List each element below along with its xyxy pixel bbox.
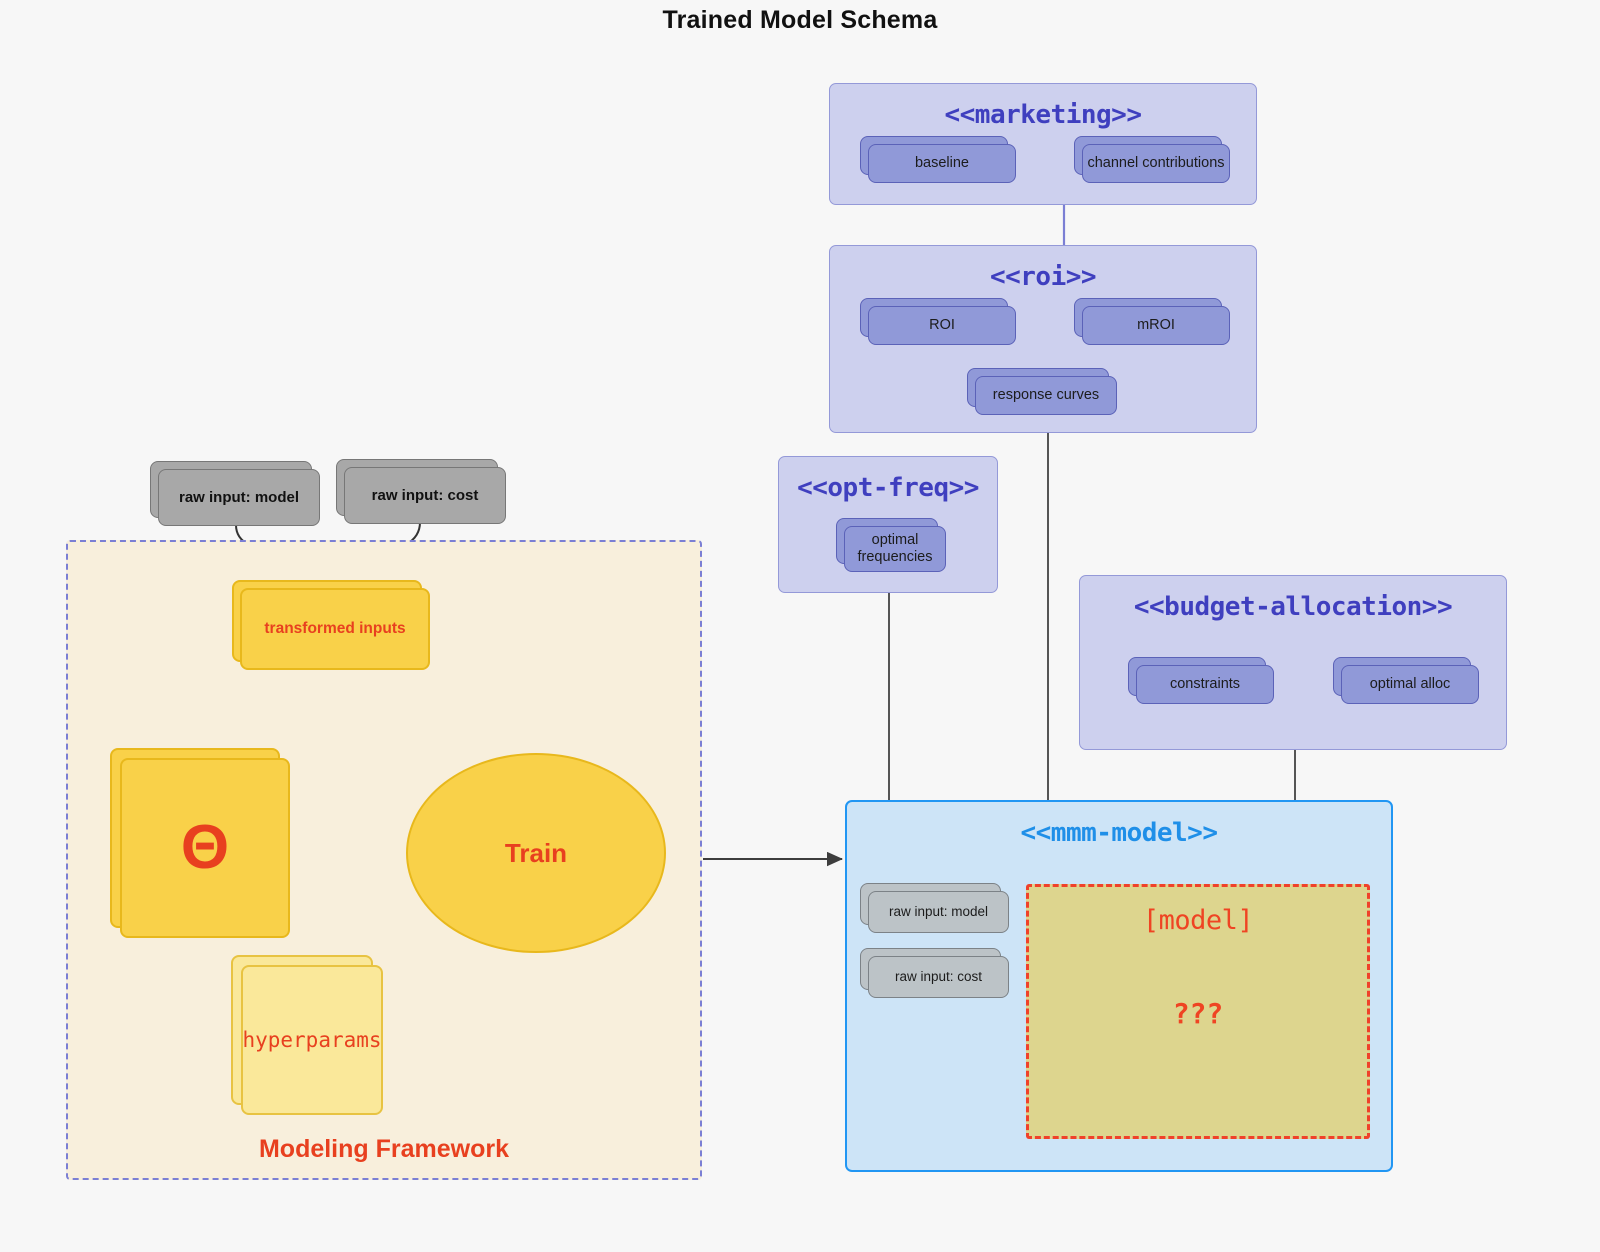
node-optimal-alloc-face: optimal alloc	[1341, 665, 1479, 704]
node-response-curves-face: response curves	[975, 376, 1117, 415]
node-mroi[interactable]: mROI	[1074, 298, 1230, 345]
node-transformed-inputs[interactable]: transformed inputs	[232, 580, 430, 670]
node-channel-contributions-face: channel contributions	[1082, 144, 1230, 183]
node-roi[interactable]: ROI	[860, 298, 1016, 345]
node-response-curves[interactable]: response curves	[967, 368, 1117, 415]
model-placeholder-box[interactable]: [model] ???	[1026, 884, 1370, 1139]
node-raw-input-model[interactable]: raw input: model	[150, 461, 320, 526]
package-opt-freq-title: <<opt-freq>>	[797, 473, 979, 503]
node-mmm-raw-input-model[interactable]: raw input: model	[860, 883, 1009, 933]
node-optimal-frequencies-face: optimal frequencies	[844, 526, 946, 572]
node-hyperparams-face: hyperparams	[241, 965, 383, 1115]
theta-symbol: Θ	[180, 813, 230, 882]
package-marketing-title: <<marketing>>	[944, 100, 1143, 130]
package-roi-title: <<roi>>	[989, 262, 1097, 292]
model-placeholder-title: [model]	[1142, 905, 1254, 936]
node-mmm-raw-input-cost-face: raw input: cost	[868, 956, 1009, 998]
modeling-framework-label: Modeling Framework	[258, 1135, 510, 1163]
node-transformed-inputs-face: transformed inputs	[240, 588, 430, 670]
node-optimal-alloc[interactable]: optimal alloc	[1333, 657, 1479, 704]
node-raw-input-cost[interactable]: raw input: cost	[336, 459, 506, 524]
node-mmm-raw-input-model-face: raw input: model	[868, 891, 1009, 933]
node-roi-face: ROI	[868, 306, 1016, 345]
node-hyperparams[interactable]: hyperparams	[231, 955, 383, 1115]
model-placeholder-question: ???	[1172, 997, 1224, 1030]
node-theta[interactable]: Θ	[110, 748, 290, 938]
node-constraints-face: constraints	[1136, 665, 1274, 704]
node-raw-input-cost-face: raw input: cost	[344, 467, 506, 524]
node-baseline[interactable]: baseline	[860, 136, 1016, 183]
node-baseline-face: baseline	[868, 144, 1016, 183]
package-mmm-model-title: <<mmm-model>>	[1020, 818, 1219, 848]
page-title: Trained Model Schema	[662, 6, 938, 34]
node-train-label: Train	[504, 837, 568, 868]
node-constraints[interactable]: constraints	[1128, 657, 1274, 704]
node-mmm-raw-input-cost[interactable]: raw input: cost	[860, 948, 1009, 998]
node-optimal-frequencies[interactable]: optimal frequencies	[836, 518, 946, 572]
package-budget-allocation-title: <<budget-allocation>>	[1133, 592, 1453, 622]
node-raw-input-model-face: raw input: model	[158, 469, 320, 526]
node-channel-contributions[interactable]: channel contributions	[1074, 136, 1230, 183]
node-theta-face: Θ	[120, 758, 290, 938]
node-train[interactable]: Train	[406, 753, 666, 953]
node-mroi-face: mROI	[1082, 306, 1230, 345]
